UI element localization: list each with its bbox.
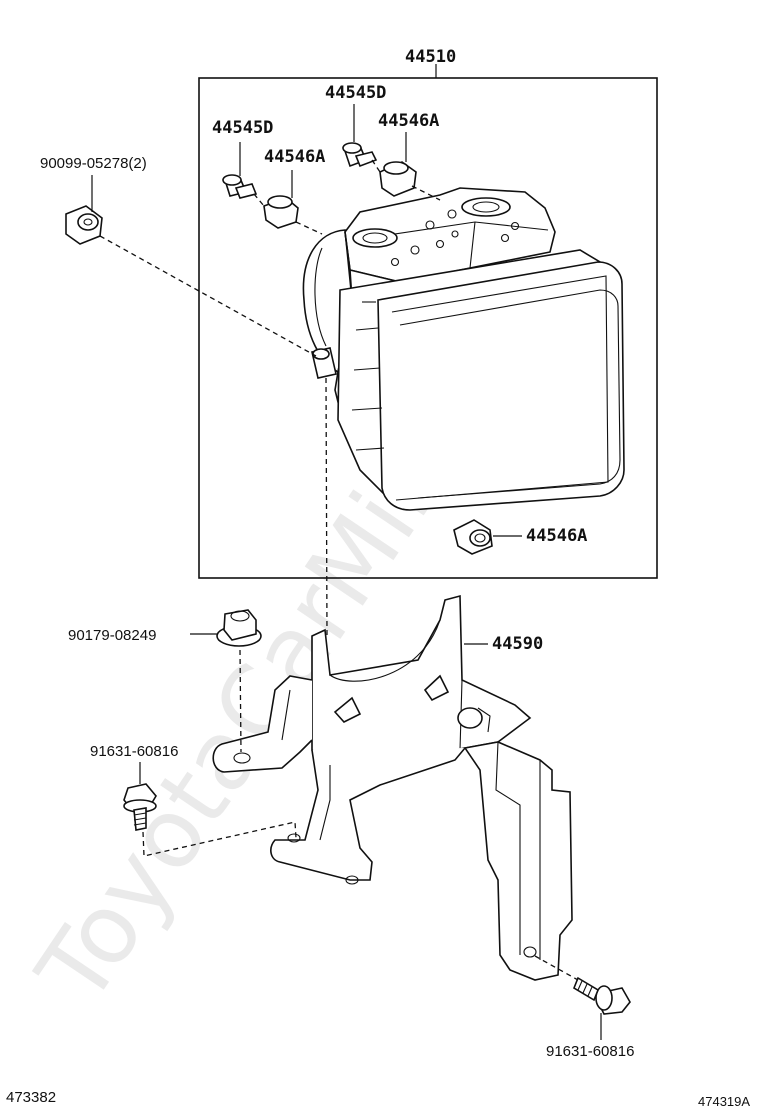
abs-actuator-body <box>302 187 625 511</box>
alignment-line-stud <box>325 377 328 637</box>
label-44546A-bottom: 44546A <box>526 526 587 546</box>
label-90099-05278: 90099-05278(2) <box>40 155 147 172</box>
bolt-90099 <box>65 205 103 245</box>
nut-90179 <box>216 609 262 647</box>
label-91631-60816-bottom: 91631-60816 <box>546 1043 634 1060</box>
solenoid-relay-left <box>222 174 258 199</box>
label-44590: 44590 <box>492 634 543 654</box>
label-44546A-top: 44546A <box>378 111 439 131</box>
alignment-line-91631-left <box>142 821 297 857</box>
bolt-91631-bottom <box>573 976 631 1015</box>
cushion-left <box>263 195 299 229</box>
label-91631-60816-left: 91631-60816 <box>90 743 178 760</box>
cushion-top <box>379 161 417 197</box>
reference-code: 474319A <box>698 1094 750 1109</box>
cushion-bottom <box>453 519 493 555</box>
alignment-line-nut <box>239 649 242 753</box>
alignment-line-relay-left <box>253 193 265 207</box>
label-44545D-top: 44545D <box>325 83 386 103</box>
label-44545D-left: 44545D <box>212 118 273 138</box>
alignment-line-relay-top <box>371 159 381 173</box>
label-44510: 44510 <box>405 47 456 67</box>
bolt-91631-left <box>123 783 157 831</box>
solenoid-relay-top <box>342 142 378 168</box>
label-44546A-left: 44546A <box>264 147 325 167</box>
alignment-line-90099 <box>99 235 317 357</box>
illustration-code: 473382 <box>6 1089 56 1106</box>
label-90179-08249: 90179-08249 <box>68 627 156 644</box>
bracket <box>212 594 573 981</box>
alignment-line-cushion-left <box>295 221 323 235</box>
assembly-frame <box>198 77 658 579</box>
